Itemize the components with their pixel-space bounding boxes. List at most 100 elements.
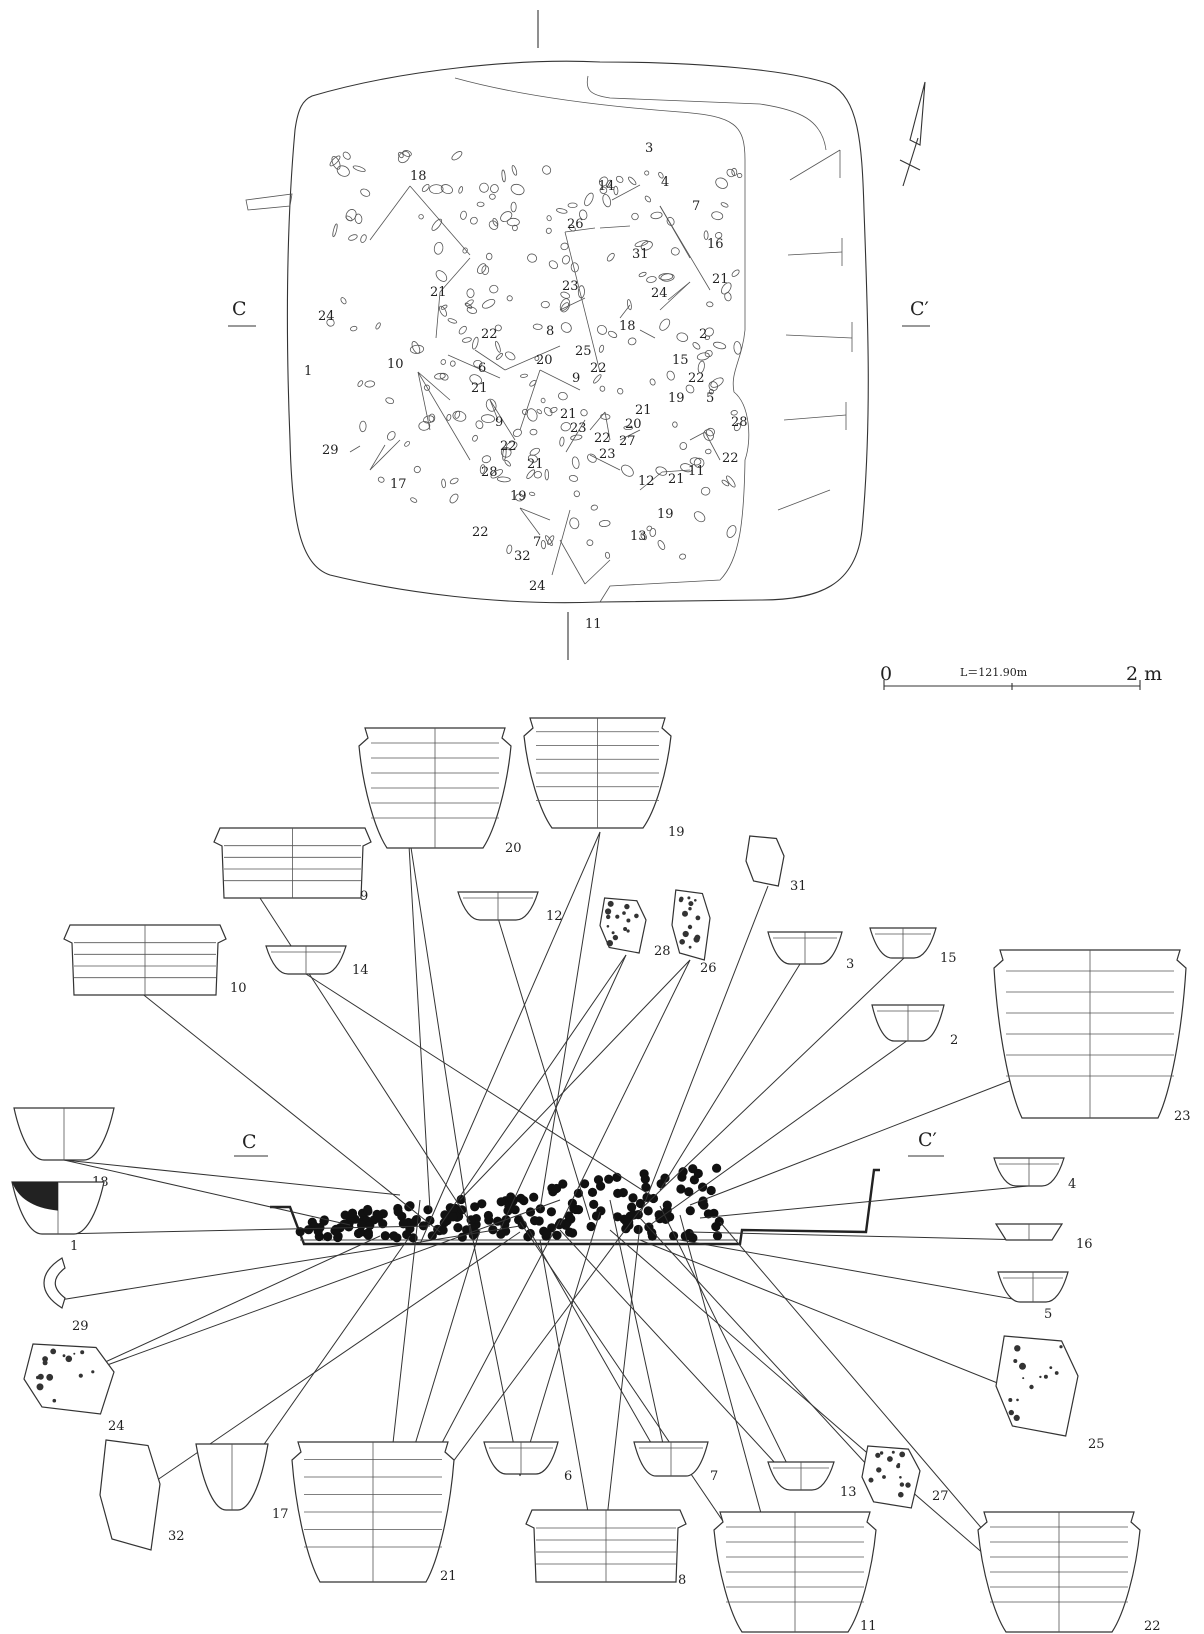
artifact-22: 22 [977, 1511, 1161, 1634]
sherd-dot [706, 1185, 716, 1196]
sherd-dots [295, 1163, 724, 1243]
sherd [477, 263, 487, 274]
sherd-dot [635, 1198, 646, 1209]
sherd [397, 151, 404, 159]
artifact-10: 10 [63, 924, 247, 996]
texture-dot [622, 911, 626, 915]
plan-find-label: 15 [672, 353, 689, 368]
sherd-dot [339, 1219, 349, 1229]
artifact-26: 26 [671, 889, 717, 976]
sherd-dot [523, 1232, 533, 1242]
texture-dot [898, 1491, 904, 1498]
sherd-dot [546, 1207, 557, 1217]
plan-find-label: 22 [590, 361, 607, 376]
plan-leader-line [435, 291, 441, 339]
sherd [410, 497, 418, 503]
plan-leader-line [704, 431, 721, 461]
sherd [540, 540, 546, 550]
sherd-dot [712, 1163, 722, 1173]
plan-leader-line [539, 369, 581, 391]
artifact-9: 9 [213, 827, 372, 904]
artifact-31: 31 [745, 835, 807, 894]
plan-find-label: 18 [619, 319, 636, 334]
texture-dot [1019, 1362, 1026, 1370]
sherd [634, 240, 649, 247]
plan-find-label: 12 [638, 474, 655, 489]
plan-leader-line [349, 445, 361, 453]
sherd [350, 325, 358, 332]
artifact-leader-line [649, 1039, 909, 1226]
artifact-18: 18 [13, 1107, 115, 1190]
artifact-12: 12 [457, 891, 563, 924]
texture-dot [634, 913, 639, 919]
texture-dot [91, 1370, 95, 1374]
texture-dot [73, 1352, 76, 1355]
artifact-leader-line [539, 831, 601, 1211]
texture-dot [1016, 1398, 1019, 1402]
sherd [511, 224, 518, 232]
sherd [540, 397, 546, 404]
sherd [704, 349, 713, 358]
sherd [466, 306, 478, 314]
sherd [447, 318, 458, 324]
plan-find-label: 9 [572, 371, 580, 386]
texture-dot [50, 1348, 57, 1355]
artifact-number: 8 [678, 1573, 686, 1588]
sherd [526, 408, 538, 422]
sherd [520, 373, 528, 378]
sherd [546, 215, 552, 222]
texture-dot [687, 896, 691, 900]
sherd [706, 301, 714, 308]
sherd [495, 340, 501, 353]
sherd-dot [295, 1227, 305, 1237]
sherd [560, 291, 571, 299]
sherd [466, 288, 475, 298]
sherd [462, 247, 468, 254]
plan-leader-line [599, 225, 631, 229]
artifact-number: 27 [932, 1489, 949, 1504]
sherd [676, 332, 689, 342]
sherd-dot [552, 1230, 562, 1240]
plan-leader-line [639, 471, 663, 491]
plan-find-label: 2 [699, 327, 707, 342]
sherd-dot [643, 1206, 653, 1216]
plan-leader-line [369, 439, 401, 471]
sherd-dot [613, 1188, 623, 1198]
sherd [431, 218, 443, 231]
sherd [506, 441, 518, 451]
plan-find-label: 11 [688, 464, 705, 479]
texture-dot [624, 903, 630, 910]
sherd-dot [453, 1223, 463, 1233]
artifact-number: 13 [840, 1485, 857, 1500]
artifact-number: 4 [1068, 1177, 1076, 1192]
artifact-leader-line [639, 1239, 1041, 1401]
artifact-number: 16 [1076, 1237, 1093, 1252]
plan-find-label: 23 [562, 279, 579, 294]
sherd-dot [357, 1220, 367, 1230]
texture-dot [687, 924, 693, 930]
sherd [697, 360, 705, 374]
artifact-leader-line [659, 1205, 801, 1491]
sherd [726, 525, 737, 538]
sherd [607, 330, 618, 338]
sherd [640, 532, 647, 541]
plan-find-label: 8 [546, 324, 554, 339]
plan-find-label: 23 [570, 421, 587, 436]
plan-leader-line [489, 399, 499, 421]
sherd [481, 455, 492, 464]
texture-dot [606, 925, 610, 928]
sherd [545, 227, 552, 234]
sherd-dot [363, 1206, 373, 1216]
plan-find-label: 28 [731, 415, 748, 430]
plan-leader-line [589, 411, 606, 431]
sherd [731, 269, 740, 277]
sherd-dot [580, 1179, 590, 1189]
slope-hatching [777, 149, 853, 511]
sherd-dot [586, 1221, 596, 1232]
sherd [730, 410, 738, 416]
sherd [559, 298, 571, 313]
plan-find-label: 21 [712, 272, 729, 287]
sherd [402, 150, 412, 157]
artifact-leader-line [407, 827, 431, 1211]
sherd [556, 208, 568, 214]
